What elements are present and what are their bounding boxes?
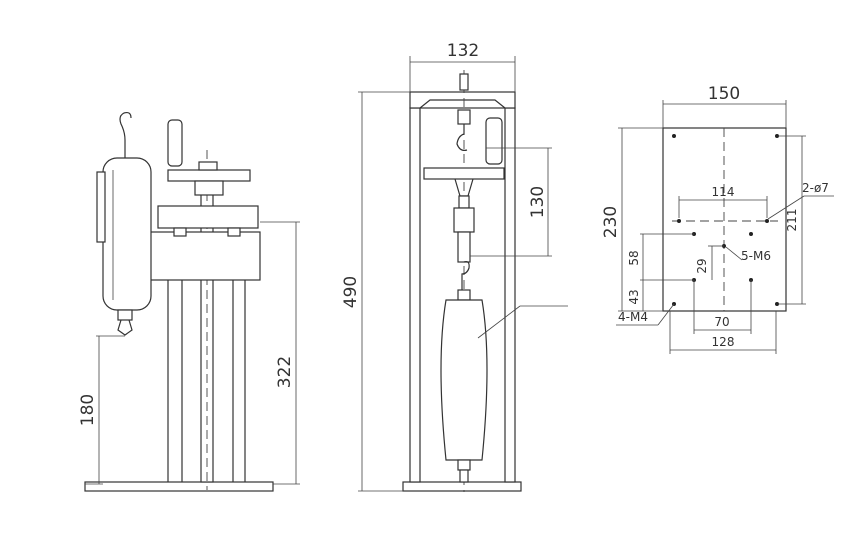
front-top-hook <box>456 124 468 151</box>
plate-outline <box>662 127 787 312</box>
base-plate-view: 150 230 211 114 2-ø7 5-M6 58 43 29 <box>601 84 834 354</box>
front-post-left <box>409 107 421 483</box>
front-force-gauge <box>440 299 488 461</box>
front-screw-nut <box>453 207 475 233</box>
side-base-plate <box>84 481 274 492</box>
dim-230: 230 <box>601 206 621 238</box>
front-post-right <box>504 107 516 483</box>
corner-hole <box>775 134 779 138</box>
front-crossbar <box>423 167 505 180</box>
front-base-plate <box>402 481 522 492</box>
corner-hole <box>775 302 779 306</box>
dim-180: 180 <box>78 394 98 426</box>
label-4-m4: 4-M4 <box>618 310 648 324</box>
side-top-plate <box>157 205 259 229</box>
dim-150: 150 <box>708 84 740 104</box>
side-handwheel <box>167 169 251 182</box>
front-view: 132 490 130 <box>341 41 568 492</box>
mount-hole <box>677 219 681 223</box>
side-housing-block <box>149 231 261 281</box>
label-5-m6: 5-M6 <box>741 249 771 263</box>
dim-58: 58 <box>627 250 641 265</box>
label-2-phi7: 2-ø7 <box>802 181 829 195</box>
side-bottom-hook <box>117 319 133 336</box>
corner-hole <box>672 134 676 138</box>
dim-128: 128 <box>712 335 735 349</box>
dim-29: 29 <box>695 258 709 273</box>
dim-322: 322 <box>275 356 295 388</box>
front-crank-handle <box>485 117 503 165</box>
side-top-hook <box>119 111 132 158</box>
dim-132: 132 <box>447 41 479 61</box>
dim-70: 70 <box>714 315 729 329</box>
side-crank-handle <box>167 119 183 167</box>
dim-114: 114 <box>712 185 735 199</box>
dim-211: 211 <box>785 209 799 232</box>
side-force-gauge <box>102 157 152 311</box>
side-view: 322 180 <box>78 111 300 492</box>
dim-490: 490 <box>341 276 361 308</box>
m6-hole <box>749 232 753 236</box>
dim-130: 130 <box>528 186 548 218</box>
mount-hole <box>765 219 769 223</box>
dim-43: 43 <box>627 289 641 304</box>
